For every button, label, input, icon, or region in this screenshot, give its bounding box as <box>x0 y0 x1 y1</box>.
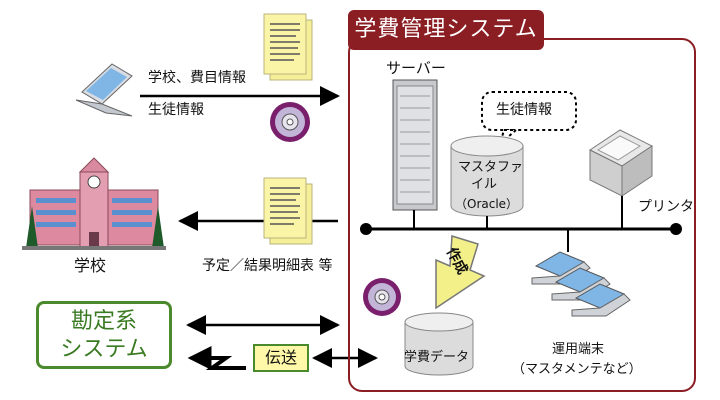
terminal-label-2: （マスタメンテなど） <box>512 362 642 377</box>
accounting-system-label-2: システム <box>60 337 148 362</box>
terminal-pcs-icon <box>531 251 631 317</box>
master-file-label-3: （Oracle） <box>455 197 519 211</box>
transfer-box: 伝送 <box>253 344 309 372</box>
server-label: サーバー <box>386 59 446 77</box>
accounting-system-box: 勘定系 システム <box>36 301 172 369</box>
system-boundary <box>348 38 696 392</box>
master-file-database-icon <box>450 135 524 217</box>
printer-label: プリンタ <box>638 199 694 215</box>
callout-label: 生徒情報 <box>496 102 552 118</box>
accounting-system-label-1: 勘定系 <box>70 309 137 334</box>
student-info-callout <box>481 91 577 147</box>
create-arrow <box>435 235 486 310</box>
laptop-icon <box>75 63 133 117</box>
school-building-icon <box>22 157 166 250</box>
cd-disc-icon <box>270 102 310 142</box>
document-stack-icon <box>263 13 313 81</box>
arrow-label-student-info: 生徒情報 <box>148 102 204 118</box>
report-document-icon <box>263 177 313 245</box>
network-bus-line <box>360 196 682 252</box>
tuition-data-label: 学費データ <box>404 350 470 365</box>
arrow-label-school-fees: 学校、費目情報 <box>148 70 246 86</box>
master-file-label-1: マスタファ <box>458 160 524 175</box>
school-label: 学校 <box>74 256 107 275</box>
terminal-label-1: 運用端末 <box>552 342 605 357</box>
master-file-label-2: イル <box>471 177 498 192</box>
arrow-label-reports: 予定／結果明細表 等 <box>202 258 333 274</box>
tuition-data-database-icon <box>404 312 474 376</box>
printer-icon <box>589 129 653 197</box>
cd-disc-bottom-icon <box>363 278 401 316</box>
system-title: 学費管理システム <box>348 10 544 50</box>
